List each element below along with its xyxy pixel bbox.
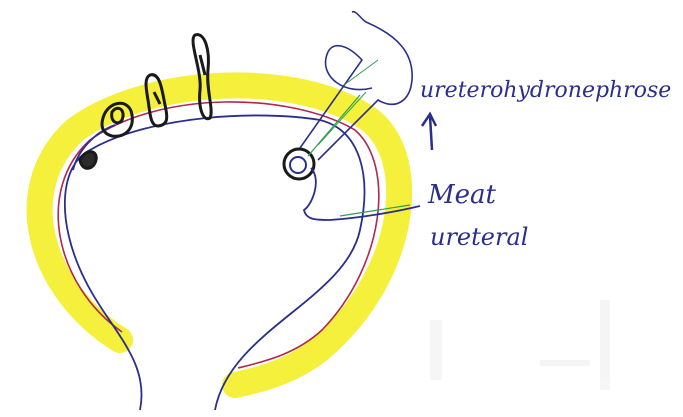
- ureter-upper-green: [344, 60, 378, 85]
- bladder-wall-highlight: [40, 85, 400, 385]
- meatus-stone: [290, 157, 306, 173]
- label-hydronephrosis: ureterohydronephrose: [420, 78, 671, 103]
- up-arrow-icon: [422, 114, 436, 150]
- label-meatus-line1: Meat: [427, 180, 497, 210]
- label-meatus-line2: ureteral: [430, 223, 528, 251]
- stone-elongated-2-mark: [200, 55, 205, 75]
- bladder-outline: [65, 115, 365, 410]
- paper-background: [430, 300, 610, 390]
- stone-small: [80, 152, 96, 169]
